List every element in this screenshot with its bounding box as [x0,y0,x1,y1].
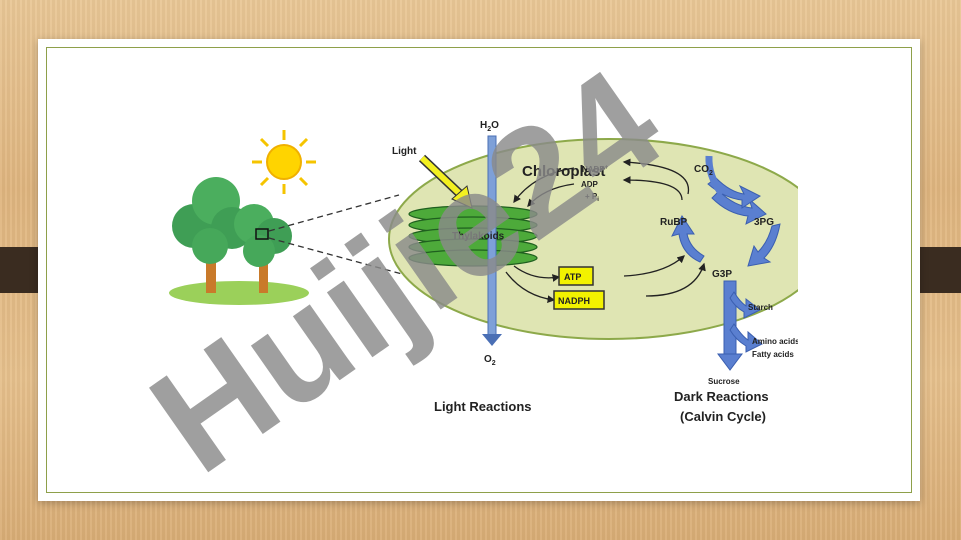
chloroplast-label: Chloroplast [522,163,605,180]
light-label: Light [392,146,417,157]
g3p-label: G3P [712,269,732,280]
nadph-label: NADPH [558,296,590,306]
water-label: H2O [480,120,499,133]
oxygen-label: O2 [484,354,496,367]
trees-icon [169,177,309,305]
sun-icon [252,130,316,194]
slide: Chloroplast Light H2O O2 CO2 Thylakoids … [38,39,920,501]
thylakoids-label: Thylakoids [452,231,505,242]
atp-label: ATP [564,272,581,282]
calvin-cycle-label: (Calvin Cycle) [680,409,766,424]
co2-label: CO2 [694,164,713,177]
dark-reactions-label: Dark Reactions [674,389,769,404]
light-reactions-label: Light Reactions [434,399,532,414]
light-arrow [418,154,473,209]
fatty-acids-label: Fatty acids [752,350,794,359]
photosynthesis-figure: Chloroplast Light H2O O2 CO2 Thylakoids … [134,96,830,443]
nadph-box [553,290,605,310]
pi-label: + Pi [585,192,599,203]
slide-frame [46,47,912,493]
photosynthesis-diagram: Chloroplast Light H2O O2 CO2 Thylakoids … [169,120,830,424]
3pg-label: 3PG [754,217,774,228]
thylakoid-stack [408,205,538,267]
adp-label: ADP [581,180,599,189]
starch-label: Starch [748,303,773,312]
rubp-label: RuBP [660,217,688,228]
sucrose-label: Sucrose [708,377,740,386]
nadp-label: NADP+ [582,165,609,174]
g3p-output-arrows [717,280,763,371]
atp-box [558,266,594,286]
amino-acids-label: Amino acids [752,337,798,346]
